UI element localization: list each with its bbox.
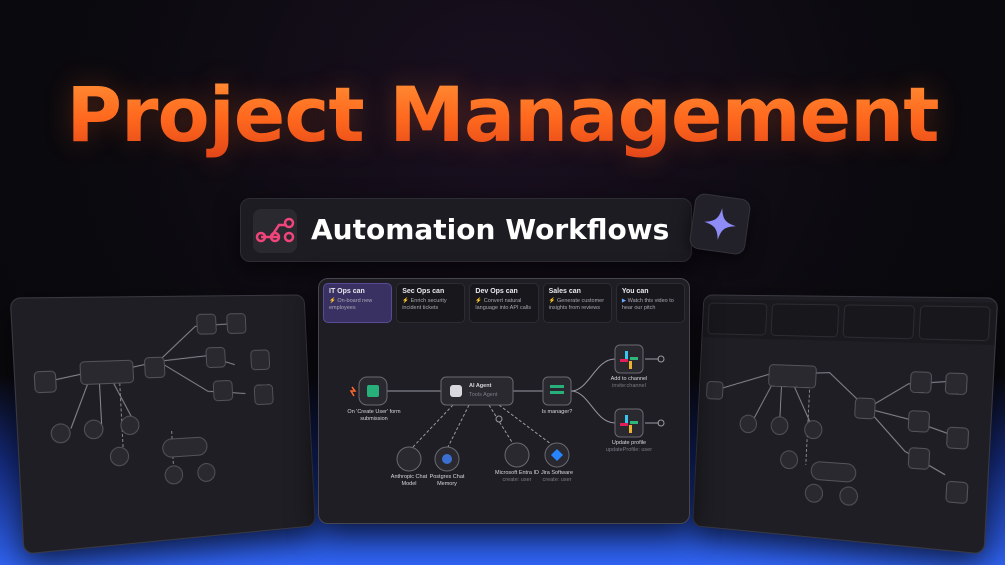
jira-sub-label: create: user [533, 477, 581, 484]
trigger-label: On 'Create User' form submission [343, 409, 405, 423]
agent-sub-label: Tools Agent [469, 392, 511, 399]
workflow-canvas [319, 279, 689, 523]
badge-label: Automation Workflows [311, 213, 669, 246]
agent-label: AI Agent [469, 383, 511, 390]
slack-update-sub-label: updateProfile: user [599, 447, 659, 454]
robot-icon [450, 385, 462, 397]
slack-add-sub-label: invite:channel [603, 383, 655, 390]
memory-label: Postgres Chat Memory [423, 474, 471, 488]
slack-add-label: Add to channel [603, 376, 655, 383]
workflow-nodes-icon [253, 209, 297, 253]
slack-update-label: Update profile [603, 440, 655, 447]
hero-title: Project Management [0, 70, 1005, 159]
entra-id-node[interactable] [505, 443, 529, 467]
anthropic-model-node[interactable] [397, 447, 421, 471]
sparkle-icon [688, 192, 751, 255]
bolt-icon [351, 387, 355, 396]
workflow-preview-right [692, 294, 998, 554]
workflow-preview-center: IT Ops can ⚡ On-board new employees Sec … [318, 278, 690, 524]
automation-workflows-badge: Automation Workflows [240, 198, 692, 262]
jira-label: Jira Software [533, 470, 581, 477]
workflow-preview-left [10, 294, 316, 554]
switch-label: Is manager? [533, 409, 581, 416]
workflow-canvas-left [11, 295, 315, 553]
workflow-canvas-right [693, 295, 997, 553]
